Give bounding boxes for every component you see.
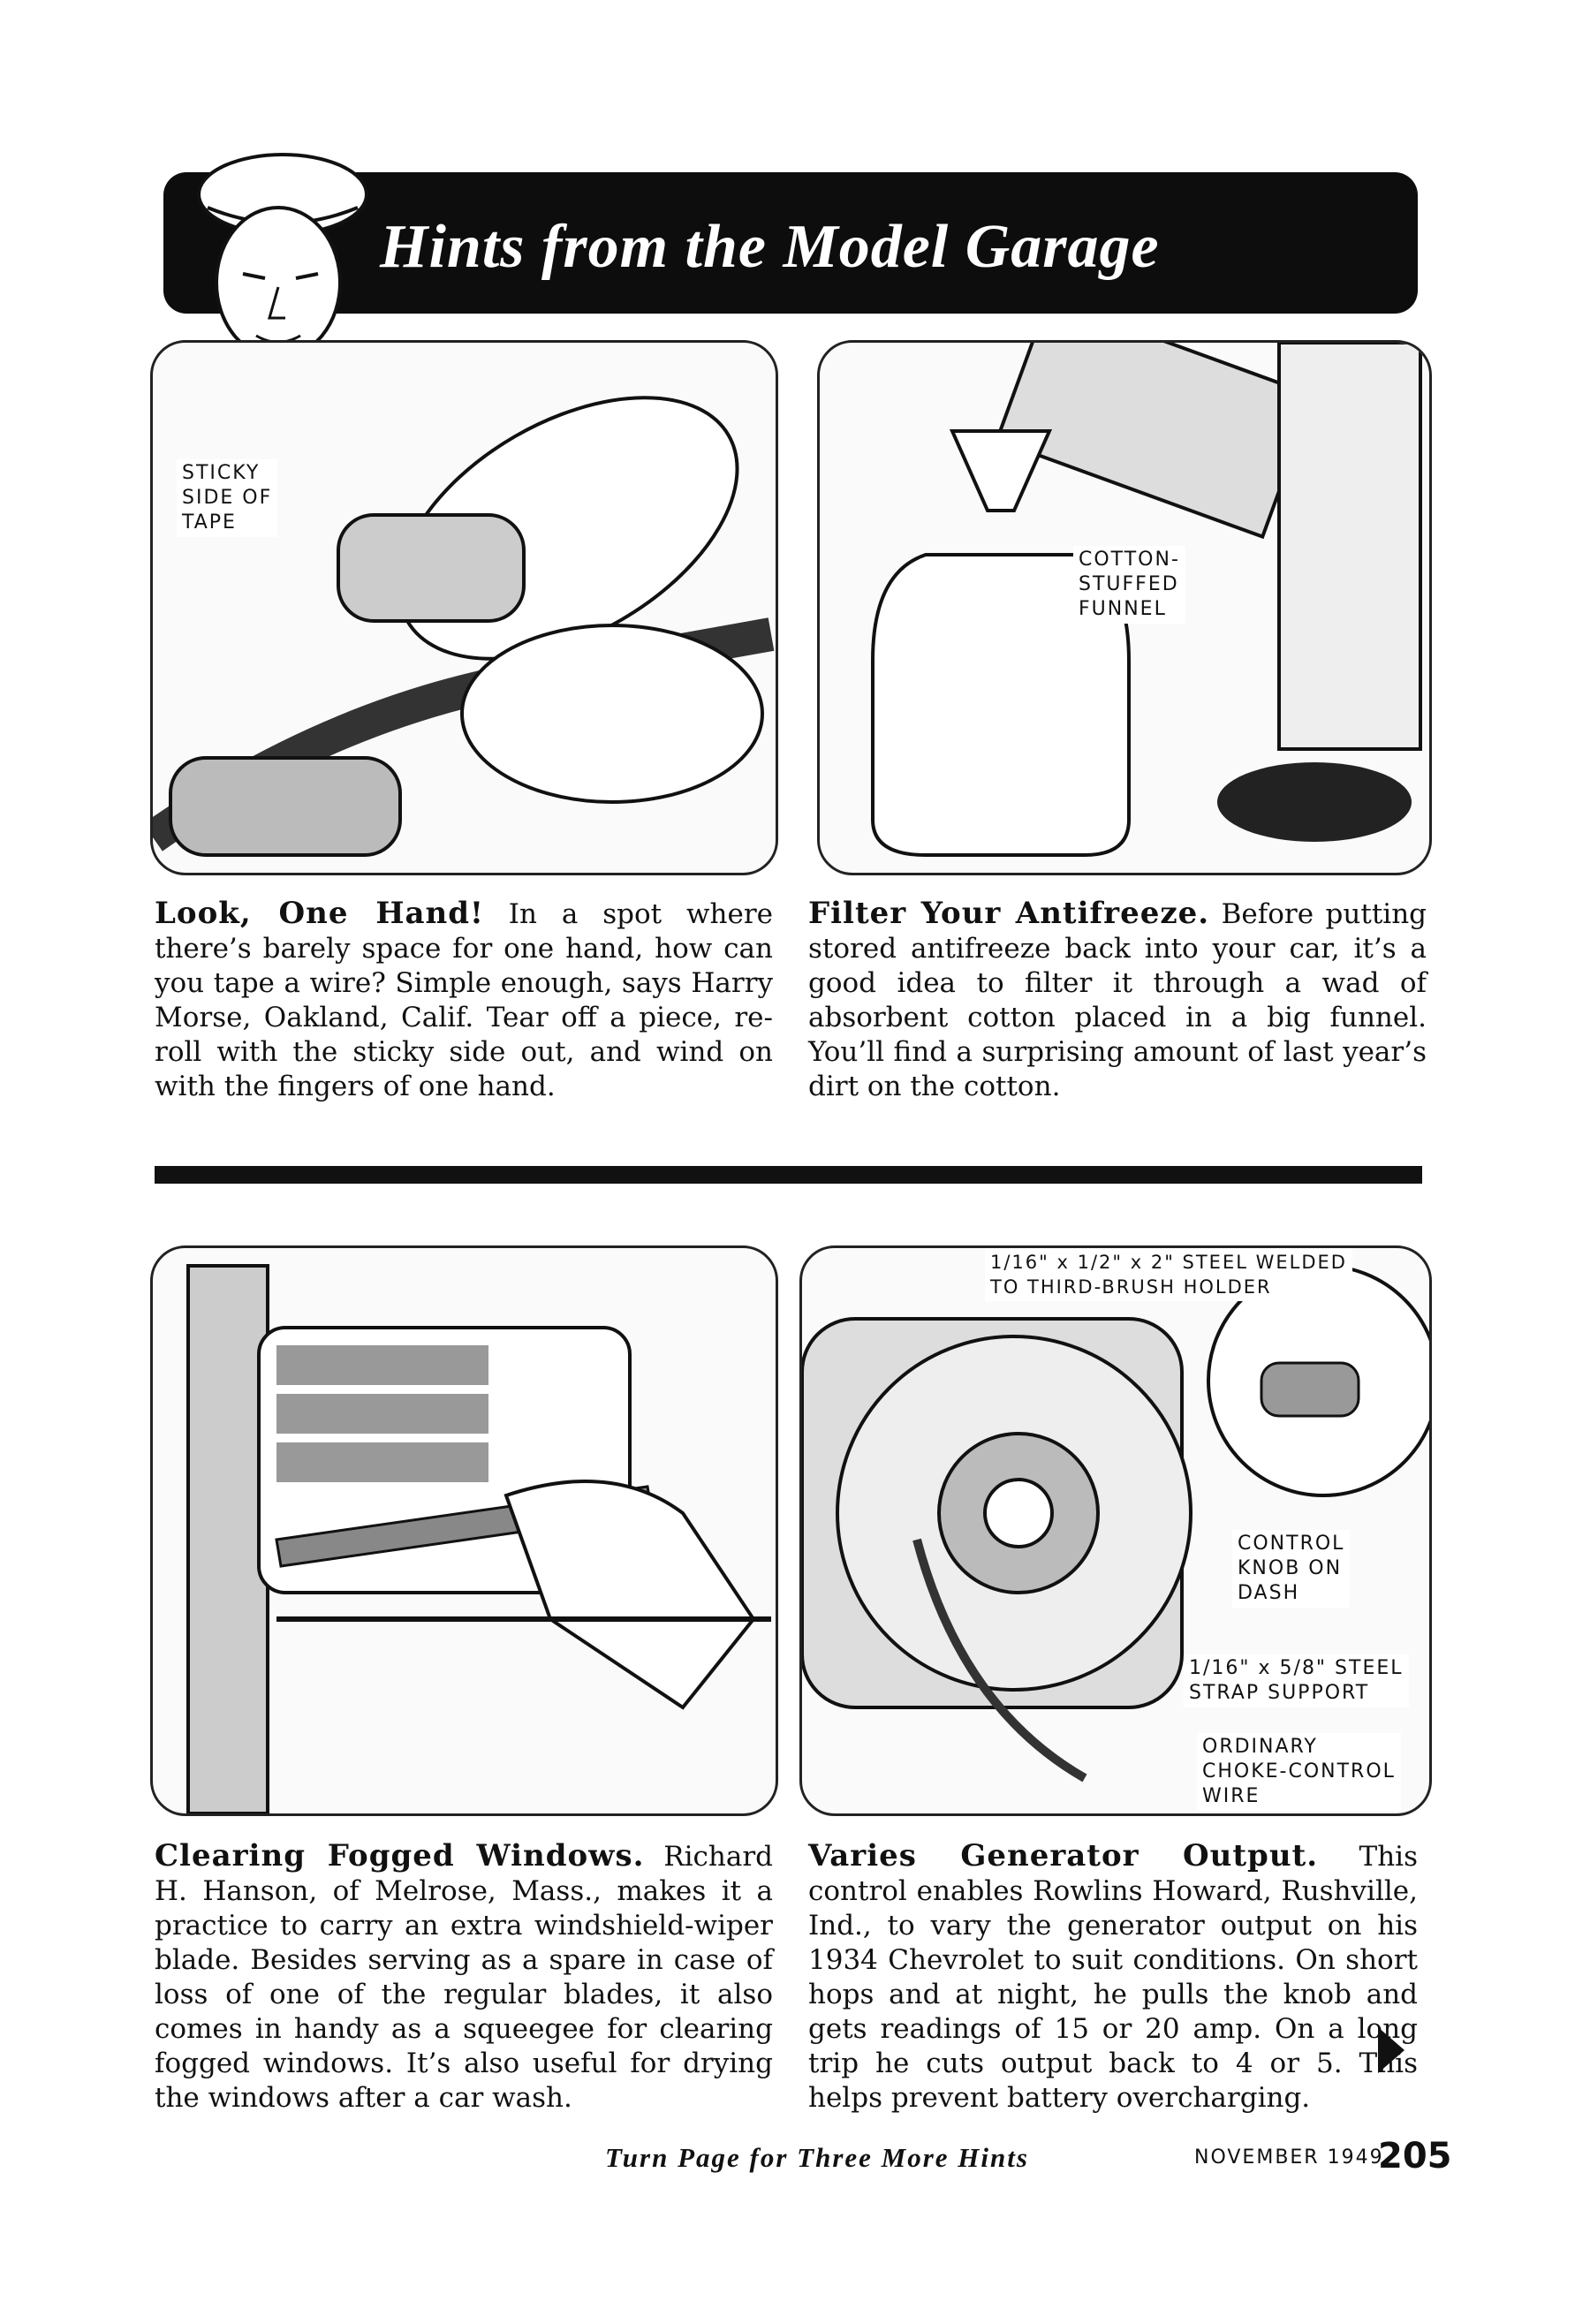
hint-antifreeze-body: Before putting stored antifreeze back in… xyxy=(808,898,1427,1102)
hint-windows-body: Richard H. Hanson, of Melrose, Mass., ma… xyxy=(155,1841,773,2114)
hint-generator-heading: Varies Generator Output. xyxy=(808,1838,1319,1874)
label-cotton-funnel: COTTON- STUFFED FUNNEL xyxy=(1073,546,1185,624)
hint-generator-text: Varies Generator Output. This control en… xyxy=(808,1839,1418,2116)
label-steel-bracket: 1/16" x 1/2" x 2" STEEL WELDED TO THIRD-… xyxy=(985,1248,1352,1301)
generator-illustration xyxy=(799,1245,1432,1816)
header-banner xyxy=(163,172,1418,314)
tape-illustration xyxy=(150,340,778,875)
hint-antifreeze-heading: Filter Your Antifreeze. xyxy=(808,896,1210,931)
label-strap-support: 1/16" x 5/8" STEEL STRAP SUPPORT xyxy=(1184,1654,1409,1707)
hint-windows-heading: Clearing Fogged Windows. xyxy=(155,1838,645,1874)
turn-page-note: Turn Page for Three More Hints xyxy=(605,2142,1029,2173)
mechanic-portrait xyxy=(197,153,368,397)
page-number: 205 xyxy=(1378,2136,1452,2176)
hint-tape-heading: Look, One Hand! xyxy=(155,896,484,931)
continue-arrow-icon xyxy=(1378,2027,1404,2073)
page-title: Hints from the Model Garage xyxy=(380,213,1160,281)
issue-date: NOVEMBER 1949 xyxy=(1194,2146,1384,2169)
hint-antifreeze-text: Filter Your Antifreeze. Before putting s… xyxy=(808,897,1427,1104)
label-choke-wire: ORDINARY CHOKE-CONTROL WIRE xyxy=(1197,1733,1401,1811)
hint-windows-text: Clearing Fogged Windows. Richard H. Hans… xyxy=(155,1839,773,2116)
hint-tape-text: Look, One Hand! In a spot where there’s … xyxy=(155,897,773,1104)
hint-generator-body: This control enables Rowlins Howard, Rus… xyxy=(808,1841,1419,2114)
label-sticky-tape: STICKY SIDE OF TAPE xyxy=(177,459,278,537)
hint-tape-body: In a spot where there’s barely space for… xyxy=(155,898,773,1102)
label-control-knob: CONTROL KNOB ON DASH xyxy=(1232,1530,1351,1608)
windows-illustration xyxy=(150,1245,778,1816)
section-divider xyxy=(155,1166,1422,1184)
